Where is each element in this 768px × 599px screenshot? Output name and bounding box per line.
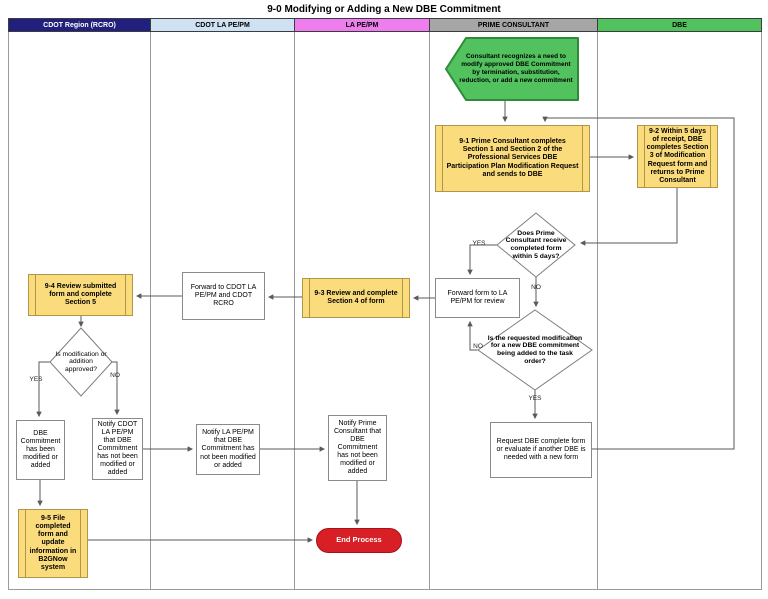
edge-label-approved-no: NO xyxy=(110,372,120,379)
edge-approved-yes-to-modified xyxy=(36,361,50,418)
notify-la-box: Notify LA PE/PM that DBE Commitment has … xyxy=(196,424,260,475)
notify-prime-label: Notify Prime Consultant that DBE Commitm… xyxy=(333,419,382,476)
edge-9-2-to-decision-receive xyxy=(579,188,678,246)
step-9-1-label: 9-1 Prime Consultant completes Section 1… xyxy=(446,138,579,178)
lane-divider-3 xyxy=(429,31,430,590)
lane-divider-2 xyxy=(294,31,295,590)
notify-prime-box: Notify Prime Consultant that DBE Commitm… xyxy=(328,415,387,481)
decision-receive-form-shape xyxy=(496,212,576,278)
lane-divider-4 xyxy=(597,31,598,590)
page-title: 9-0 Modifying or Adding a New DBE Commit… xyxy=(267,4,501,15)
forward-form-la-box: Forward form to LA PE/PM for review xyxy=(435,278,520,318)
step-9-2-label: 9-2 Within 5 days of receipt, DBE comple… xyxy=(646,128,709,184)
lane-header-prime-consultant: PRIME CONSULTANT xyxy=(429,18,598,32)
edge-label-new-commitment-yes: YES xyxy=(528,395,542,402)
step-9-5-box: 9-5 File completed form and update infor… xyxy=(18,509,88,578)
decision-approved-text: Is modification or addition approved? xyxy=(55,350,107,373)
step-9-4-box: 9-4 Review submitted form and complete S… xyxy=(28,274,133,316)
edge-label-approved-yes: YES xyxy=(29,376,43,383)
request-dbe-form-label: Request DBE complete form or evaluate if… xyxy=(496,437,586,462)
decision-new-commitment-text: Is the requested modification for a new … xyxy=(487,334,583,365)
dbe-modified-box: DBE Commitment has been modified or adde… xyxy=(16,420,65,480)
notify-cdot-box: Notify CDOT LA PE/PM that DBE Commitment… xyxy=(92,418,143,480)
step-9-2-box: 9-2 Within 5 days of receipt, DBE comple… xyxy=(637,125,718,188)
notify-cdot-label: Notify CDOT LA PE/PM that DBE Commitment… xyxy=(97,420,138,477)
edge-receive-yes-to-forward xyxy=(467,244,497,276)
start-hexagon-shape xyxy=(445,37,579,101)
edge-label-receive-no: NO xyxy=(531,284,541,291)
lane-header-cdot-la-pepm: CDOT LA PE/PM xyxy=(150,18,295,32)
step-9-1-box: 9-1 Prime Consultant completes Section 1… xyxy=(435,125,590,192)
forward-cdot-box: Forward to CDOT LA PE/PM and CDOT RCRO xyxy=(182,272,265,320)
edge-new-no-to-forward xyxy=(467,320,478,351)
step-9-4-label: 9-4 Review submitted form and complete S… xyxy=(44,282,117,307)
forward-form-la-label: Forward form to LA PE/PM for review xyxy=(447,289,508,305)
edge-request-loop-to-9-1 xyxy=(542,116,735,450)
decision-receive-form-text: Does Prime Consultant receive completed … xyxy=(505,229,567,260)
lane-divider-1 xyxy=(150,31,151,590)
edge-label-new-commitment-no: NO xyxy=(473,343,483,350)
end-process-label: End Process xyxy=(336,535,382,545)
end-process-node: End Process xyxy=(316,528,402,553)
lane-header-dbe: DBE xyxy=(597,18,762,32)
step-9-3-label: 9-3 Review and complete Section 4 of for… xyxy=(314,289,398,305)
step-9-3-box: 9-3 Review and complete Section 4 of for… xyxy=(302,278,410,318)
notify-la-label: Notify LA PE/PM that DBE Commitment has … xyxy=(200,429,256,469)
step-9-5-label: 9-5 File completed form and update infor… xyxy=(29,515,77,571)
lane-header-la-pepm: LA PE/PM xyxy=(294,18,430,32)
lane-header-cdot-region: CDOT Region (RCRO) xyxy=(8,18,151,32)
decision-approved-shape xyxy=(49,327,113,397)
start-hexagon-text: Consultant recognizes a need to modify a… xyxy=(459,53,573,84)
request-dbe-form-box: Request DBE complete form or evaluate if… xyxy=(490,422,592,478)
edge-label-receive-yes: YES xyxy=(472,240,486,247)
dbe-modified-label: DBE Commitment has been modified or adde… xyxy=(20,429,61,470)
decision-new-commitment-shape xyxy=(477,309,593,391)
edge-approved-no-to-notify-cdot xyxy=(112,361,120,416)
forward-cdot-label: Forward to CDOT LA PE/PM and CDOT RCRO xyxy=(190,283,257,308)
